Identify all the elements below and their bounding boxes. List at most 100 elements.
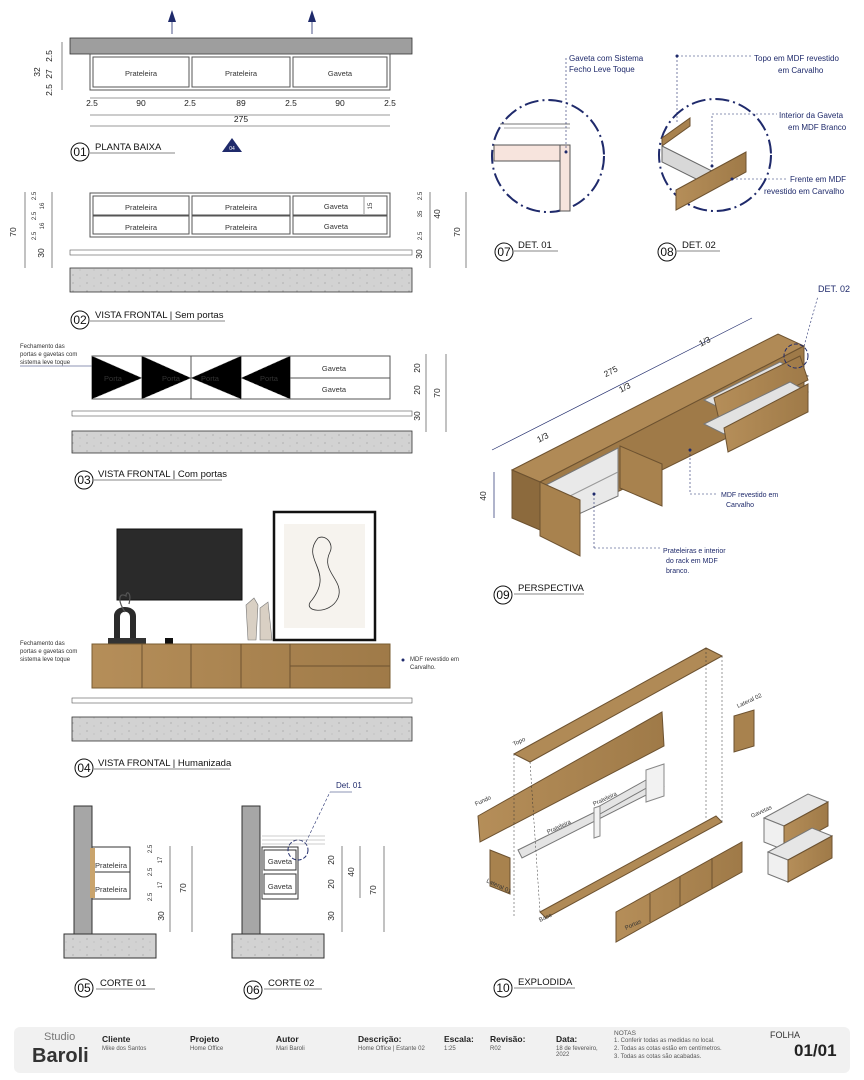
view-title: VISTA FRONTAL | Sem portas xyxy=(95,310,224,321)
dim: 2.5 xyxy=(184,98,196,108)
dim-third: 1/3 xyxy=(617,380,632,394)
view-03-vista-frontal-com-portas: Fechamento das portas e gavetas com sist… xyxy=(20,344,447,490)
perspective-label: MDF revestido em xyxy=(721,492,778,499)
dim: 30 xyxy=(326,911,336,921)
part-gaveta xyxy=(787,835,833,883)
view-number: 01 xyxy=(73,145,87,159)
dim: 16 xyxy=(40,202,46,209)
dim: 40 xyxy=(432,209,442,219)
cell-label: Prateleira xyxy=(125,223,158,232)
note-line: Fechamento das xyxy=(20,641,65,647)
dim: 2.5 xyxy=(148,844,154,853)
dim: 17 xyxy=(158,856,164,863)
cell-label: Prateleira xyxy=(95,885,128,894)
dim: 30 xyxy=(36,248,46,258)
sculpture xyxy=(245,597,273,641)
cell-label: Prateleira xyxy=(225,203,258,212)
view-number: 07 xyxy=(497,245,511,259)
studio-name: Baroli xyxy=(32,1045,89,1067)
perspective-label: Carvalho xyxy=(726,502,754,509)
studio-label: Studio xyxy=(44,1031,76,1043)
cell-label: Prateleira xyxy=(95,861,128,870)
detail-label: Topo em MDF revestido xyxy=(754,54,839,63)
view-05-corte-01: Prateleira Prateleira 2.5 17 2.5 17 2.5 … xyxy=(63,805,193,998)
marker-label: 04 xyxy=(229,146,235,152)
dim: 70 xyxy=(432,388,442,398)
cell-label: Prateleira xyxy=(225,69,258,78)
dim-third: 1/3 xyxy=(535,430,550,444)
dim: 2.5 xyxy=(44,50,54,62)
detail-callout: DET. 02 xyxy=(818,284,850,294)
view-title: PERSPECTIVA xyxy=(518,583,584,594)
dim: 70 xyxy=(452,227,462,237)
line-art xyxy=(309,536,340,611)
detail-label: em MDF Branco xyxy=(788,123,847,132)
cell-label: Gaveta xyxy=(324,222,349,231)
view-number: 06 xyxy=(246,983,260,997)
view-07-det-01: Gaveta com Sistema Fecho Leve Toque 07 D… xyxy=(491,54,644,262)
autor-heading: Autor xyxy=(276,1034,299,1044)
view-06-corte-02: Gaveta Gaveta Det. 01 20 20 40 70 30 06 … xyxy=(231,781,385,1000)
view-number: 08 xyxy=(660,245,674,259)
cell-label: Prateleira xyxy=(125,203,158,212)
open-door xyxy=(539,481,581,557)
dim: 90 xyxy=(335,98,345,108)
floor-slab xyxy=(71,430,413,454)
note-line: sistema leve toque xyxy=(20,360,71,366)
wall-section xyxy=(73,805,93,935)
cell-label: Porta xyxy=(104,374,123,383)
dim: 2.5 xyxy=(418,231,424,240)
detail-label: revestido em Carvalho xyxy=(764,187,845,196)
view-title: DET. 02 xyxy=(682,240,716,251)
part-label: Base xyxy=(538,912,554,923)
cell-label: Gaveta xyxy=(328,69,353,78)
title-block: Studio Baroli Cliente Mike dos Santos Pr… xyxy=(14,1027,850,1073)
perspective-label: Prateleiras e interior xyxy=(663,548,726,555)
dim: 2.5 xyxy=(148,867,154,876)
dim: 2.5 xyxy=(418,191,424,200)
view-09-perspectiva: DET. 02 275 1/3 1/3 1/3 40 MDF revestido… xyxy=(478,284,850,605)
dim: 2.5 xyxy=(32,191,38,200)
part-fundo xyxy=(477,711,665,843)
view-title: DET. 01 xyxy=(518,240,552,251)
folha-heading: FOLHA xyxy=(770,1030,801,1040)
cell-label: Gaveta xyxy=(322,364,347,373)
cell-label: Gaveta xyxy=(268,882,293,891)
floor-slab xyxy=(71,716,413,742)
note-line: MDF revestido em xyxy=(410,657,459,663)
view-title: EXPLODIDA xyxy=(518,977,573,988)
autor-value: Mari Baroli xyxy=(276,1046,305,1052)
dim: 20 xyxy=(412,363,422,373)
view-01-planta-baixa: Prateleira Prateleira Gaveta 2.5 90 2.5 … xyxy=(32,10,413,162)
data-value: 18 de fevereiro, 2022 xyxy=(556,1046,598,1058)
note-line: portas e gavetas com xyxy=(20,649,77,655)
dim: 30 xyxy=(414,249,424,259)
dim: 2.5 xyxy=(86,98,98,108)
dim: 35 xyxy=(418,210,424,217)
view-02-vista-frontal-sem-portas: Prateleira Prateleira Gaveta Prateleira … xyxy=(8,191,467,330)
cell-label: Gaveta xyxy=(324,202,349,211)
notas-line: 3. Todas as cotas são acabadas. xyxy=(614,1054,702,1060)
view-number: 03 xyxy=(77,473,91,487)
projeto-value: Home Office xyxy=(190,1046,224,1052)
open-door xyxy=(619,445,663,507)
perspective-label: branco. xyxy=(666,568,689,575)
dim: 40 xyxy=(478,491,488,501)
dim: 20 xyxy=(326,879,336,889)
descricao-heading: Descrição: xyxy=(358,1034,402,1044)
dim: 27 xyxy=(44,69,54,79)
notas-line: 2. Todas as cotas estão em centímetros. xyxy=(614,1046,722,1052)
dim: 32 xyxy=(32,67,42,77)
cell-label: Porta xyxy=(260,374,279,383)
dim: 15 xyxy=(368,202,374,209)
part-label: Topo xyxy=(512,737,527,748)
view-title: CORTE 01 xyxy=(100,978,146,989)
cliente-heading: Cliente xyxy=(102,1034,131,1044)
notas-heading: NOTAS xyxy=(614,1030,636,1037)
note-line: portas e gavetas com xyxy=(20,352,77,358)
dim: 89 xyxy=(236,98,246,108)
folha-value: 01/01 xyxy=(794,1041,837,1060)
view-title: VISTA FRONTAL | Humanizada xyxy=(98,758,232,769)
dim: 70 xyxy=(178,883,188,893)
